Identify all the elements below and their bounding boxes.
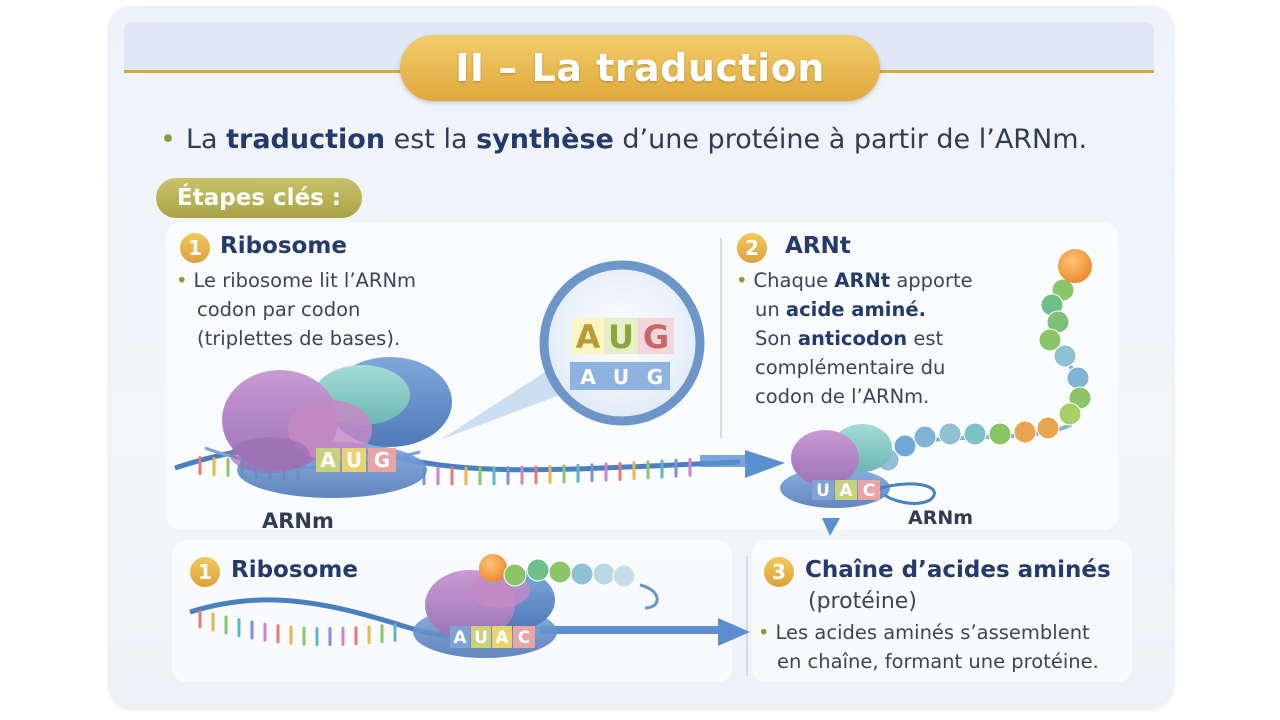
step2-text: un <box>755 298 786 321</box>
step3-subheading: (protéine) <box>808 589 917 614</box>
step1-line3: (triplettes de bases). <box>197 327 401 350</box>
header-rule-left <box>124 70 409 73</box>
step2-number: 2 <box>737 233 767 263</box>
step2-text: est <box>907 327 944 350</box>
intro-bold-synthese: synthèse <box>476 124 614 155</box>
step3-line1: Les acides aminés s’assemblent <box>775 621 1090 644</box>
step1b-number: 1 <box>190 557 220 587</box>
step1b-heading: Ribosome <box>231 557 358 583</box>
step1-description: •Le ribosome lit l’ARNm codon par codon … <box>176 266 416 353</box>
step1-heading: Ribosome <box>220 233 347 259</box>
step3-line2: en chaîne, formant une protéine. <box>777 650 1099 673</box>
step3-heading: Chaîne d’acides aminés <box>805 557 1111 583</box>
step3-description: •Les acides aminés s’assemblent en chaîn… <box>758 618 1099 676</box>
step2-bold-acide: acide aminé. <box>785 298 926 321</box>
intro-sentence: • La traduction est la synthèse d’une pro… <box>160 124 1087 155</box>
intro-text-1: La <box>185 124 227 155</box>
step2-bold-anticodon: anticodon <box>797 327 908 350</box>
bullet-icon: • <box>176 269 188 292</box>
step2-text: Chaque <box>753 269 835 292</box>
step1-number: 1 <box>180 233 210 263</box>
bullet-icon: • <box>758 621 770 644</box>
steps-bottom-right-panel <box>752 540 1132 682</box>
bullet-icon: • <box>160 124 176 155</box>
page-title: II – La traduction <box>455 46 825 90</box>
step2-text: Son <box>755 327 798 350</box>
step3-number: 3 <box>764 557 794 587</box>
step1-line1: Le ribosome lit l’ARNm <box>193 269 417 292</box>
intro-text-3: d’une protéine à partir de l’ARNm. <box>613 124 1088 155</box>
bullet-icon: • <box>736 269 748 292</box>
step2-text: apporte <box>890 269 973 292</box>
step1-line2: codon par codon <box>197 298 361 321</box>
intro-bold-traduction: traduction <box>226 124 386 155</box>
column-divider <box>720 238 722 438</box>
key-steps-badge: Étapes clés : <box>156 178 362 218</box>
header-rule-right <box>872 70 1154 73</box>
step2-heading: ARNt <box>785 233 851 259</box>
step2-line5: codon de l’ARNm. <box>755 385 930 408</box>
title-banner: II – La traduction <box>400 35 880 101</box>
step2-bold-arnt: ARNt <box>834 269 891 292</box>
bottom-divider <box>746 556 748 676</box>
step2-description: •Chaque ARNt apporte un acide aminé. Son… <box>736 266 973 411</box>
intro-text-2: est la <box>385 124 477 155</box>
step2-line4: complémentaire du <box>755 356 946 379</box>
key-steps-label: Étapes clés : <box>177 185 341 211</box>
